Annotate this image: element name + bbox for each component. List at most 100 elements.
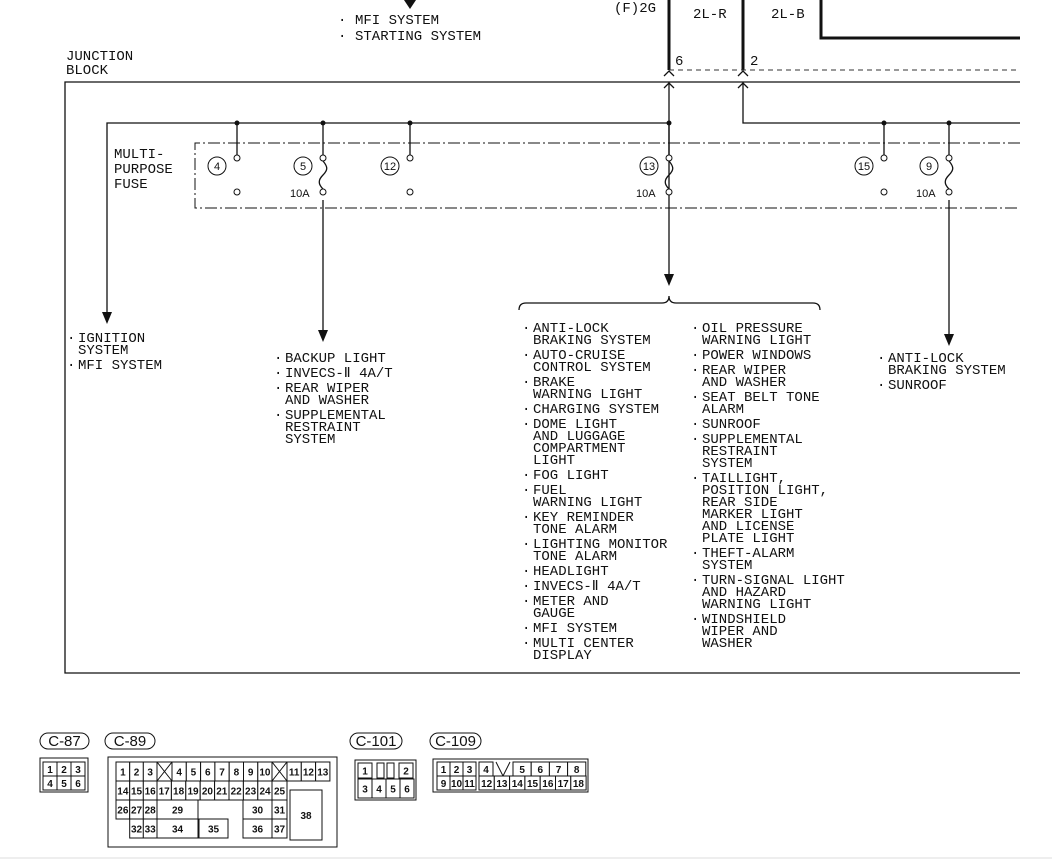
fuse-element-icon — [664, 160, 674, 190]
pin-number: 6 — [538, 765, 544, 776]
fuse-block-label: PURPOSE — [114, 162, 173, 178]
pin-number: 5 — [191, 768, 197, 779]
bus-wire — [742, 82, 1020, 124]
pin-number: 24 — [259, 787, 271, 798]
pin-number: 27 — [131, 806, 143, 817]
connector-label: C-101 — [356, 733, 397, 750]
system-item: BRAKING SYSTEM — [533, 333, 651, 349]
arrow-down-icon — [318, 330, 328, 342]
bullet: · — [274, 366, 282, 382]
system-item: BACKUP LIGHT — [285, 351, 386, 367]
system-item: ALARM — [702, 402, 744, 418]
wire-label: 2L-B — [771, 7, 805, 23]
bullet: · — [691, 363, 699, 379]
system-item: AND LICENSE — [702, 519, 794, 535]
system-item: SEAT BELT TONE — [702, 390, 820, 406]
pin-number: 12 — [303, 768, 315, 779]
junction-block-label: JUNCTION — [66, 49, 133, 65]
pin-number: 13 — [496, 779, 508, 790]
fuse-rating: 10A — [290, 188, 310, 200]
bullet: · — [691, 348, 699, 364]
pin-number: 8 — [574, 765, 580, 776]
fuse-4: 4 — [207, 120, 241, 196]
pin-cell — [70, 775, 86, 791]
connector-label: C-87 — [48, 733, 81, 750]
system-item: WARNING LIGHT — [533, 387, 642, 403]
system-item: POWER WINDOWS — [702, 348, 811, 364]
system-item: SYSTEM — [285, 432, 335, 448]
system-item: CHARGING SYSTEM — [533, 402, 659, 418]
system-item: FUEL — [533, 483, 567, 499]
connector-chevron-icons — [663, 70, 749, 89]
pin-cell — [399, 778, 415, 799]
pin-number: 33 — [145, 825, 157, 836]
terminal-icon — [945, 188, 953, 196]
system-item: AND WASHER — [702, 375, 787, 391]
pin-cell — [156, 818, 199, 839]
fuse-block-label: MULTI- — [114, 147, 164, 163]
pin-number: 25 — [274, 787, 286, 798]
fuse-block: MULTI- PURPOSE FUSE — [114, 142, 1020, 209]
system-item: RESTRAINT — [702, 444, 778, 460]
connector-label-frame — [429, 732, 482, 750]
fuse-number: 13 — [643, 161, 655, 173]
pin-number: 6 — [75, 779, 81, 790]
pin-number: 3 — [362, 785, 368, 796]
cross-icon — [271, 761, 288, 782]
bullet: · — [274, 381, 282, 397]
system-item: SUPPLEMENTAL — [702, 432, 803, 448]
bullet: · — [522, 564, 530, 580]
system-item: AND WASHER — [285, 393, 370, 409]
system-item: KEY REMINDER — [533, 510, 634, 526]
bullet: · — [522, 417, 530, 433]
fuse-number: 15 — [858, 161, 870, 173]
bullet: · — [67, 331, 75, 347]
pin-number: 1 — [47, 765, 53, 776]
pin-number: 11 — [464, 779, 475, 790]
bullet: · — [877, 378, 885, 394]
pin-number: 4 — [47, 779, 53, 790]
connector-label: C-109 — [435, 733, 476, 750]
system-item: MULTI CENTER — [533, 636, 634, 652]
pin-number: 36 — [252, 825, 264, 836]
system-item: SYSTEM — [702, 558, 752, 574]
brace — [518, 295, 821, 311]
system-list-fuse5: ·BACKUP LIGHT·INVECS-Ⅱ 4A/T·REAR WIPERAN… — [274, 351, 393, 448]
connector-label-frame — [349, 732, 403, 750]
system-item: MFI SYSTEM — [78, 358, 162, 374]
bullet: · — [522, 321, 530, 337]
fuse-number-badge — [380, 156, 400, 176]
arrow-down-icon — [404, 0, 416, 9]
system-item: FOG LIGHT — [533, 468, 609, 484]
system-item: LIGHTING MONITOR — [533, 537, 668, 553]
system-item: SYSTEM — [702, 456, 752, 472]
fuse-number-badge — [293, 156, 313, 176]
cross-icon — [156, 761, 173, 782]
system-item: LIGHT — [533, 453, 575, 469]
pin-number: 4 — [176, 768, 182, 779]
connector-label-frame — [104, 732, 156, 750]
pin-number: 17 — [558, 779, 570, 790]
pin-number: 1 — [441, 765, 447, 776]
pin-number: 3 — [147, 768, 153, 779]
system-item: INVECS-Ⅱ 4A/T — [533, 579, 641, 595]
bullet: · — [691, 612, 699, 628]
system-item: SUNROOF — [888, 378, 947, 394]
pin-number: 16 — [145, 787, 157, 798]
pin-number: 28 — [145, 806, 157, 817]
bullet: · — [691, 471, 699, 487]
pin-number: 12 — [481, 779, 493, 790]
arrow-down-icon — [102, 312, 112, 324]
pin-number: 9 — [248, 768, 254, 779]
bullet: · — [522, 483, 530, 499]
top-system-label: MFI SYSTEM — [355, 13, 439, 29]
pin-number: 20 — [202, 787, 214, 798]
